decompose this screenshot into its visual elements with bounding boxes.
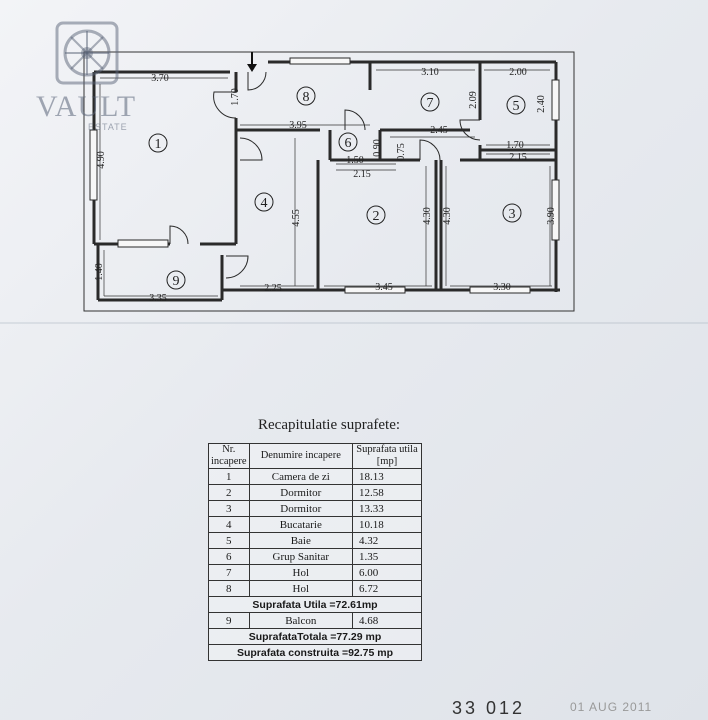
dim-text: 3.90 bbox=[546, 207, 557, 225]
dim-text: 4.30 bbox=[422, 207, 433, 225]
room-labels: 1 2 3 4 5 6 7 8 9 bbox=[148, 86, 526, 290]
table-row: 4 Bucatarie 10.18 bbox=[208, 516, 422, 533]
cell-name: Dormitor bbox=[248, 500, 354, 517]
paper-fold bbox=[0, 322, 708, 324]
room-label-4: 4 bbox=[261, 196, 268, 211]
cell-nr: 1 bbox=[208, 468, 250, 485]
entrance-arrow-icon bbox=[247, 52, 257, 72]
table-row: 3 Dormitor 13.33 bbox=[208, 500, 422, 517]
room-label-2: 2 bbox=[373, 209, 380, 224]
vault-estate-logo: VAULT ESTATE bbox=[30, 20, 160, 135]
cell-name: Hol bbox=[248, 580, 354, 597]
table-row: 7 Hol 6.00 bbox=[208, 564, 422, 581]
table-row: 2 Dormitor 12.58 bbox=[208, 484, 422, 501]
table-row: 6 Grup Sanitar 1.35 bbox=[208, 548, 422, 565]
room-label-1: 1 bbox=[155, 137, 162, 152]
cell-name: Balcon bbox=[248, 612, 354, 629]
table-header-row: Nr. incapere Denumire incapere Suprafata… bbox=[208, 443, 422, 469]
dim-text: 4.90 bbox=[96, 151, 107, 169]
cell-nr: 2 bbox=[208, 484, 250, 501]
dim-text: 2.15 bbox=[509, 152, 527, 163]
dim-text: 0.75 bbox=[396, 143, 407, 161]
utila-total: Suprafata Utila =72.61mp bbox=[208, 596, 422, 613]
cell-area: 18.13 bbox=[352, 468, 422, 485]
dim-text: 1.40 bbox=[94, 263, 105, 281]
dim-text: 2.15 bbox=[353, 169, 371, 180]
totala-total: SuprafataTotala =77.29 mp bbox=[208, 628, 422, 645]
cell-area: 4.68 bbox=[352, 612, 422, 629]
plan-border bbox=[83, 51, 575, 312]
header-area: Suprafata utila [mp] bbox=[352, 443, 422, 469]
floor-plan: 1 2 3 4 5 6 7 8 9 bbox=[83, 51, 575, 312]
dim-text: 2.45 bbox=[430, 125, 448, 136]
construita-total: Suprafata construita =92.75 mp bbox=[208, 644, 422, 661]
totala-total-row: SuprafataTotala =77.29 mp bbox=[208, 628, 422, 645]
construita-total-row: Suprafata construita =92.75 mp bbox=[208, 644, 422, 661]
cell-area: 12.58 bbox=[352, 484, 422, 501]
dim-text: 4.30 bbox=[442, 207, 453, 225]
stamp-date: 01 AUG 2011 bbox=[570, 700, 653, 714]
logo-subtitle: ESTATE bbox=[88, 122, 128, 132]
dimension-texts: 3.70 1.70 3.10 2.00 3.95 2.09 2.40 4.90 … bbox=[94, 67, 557, 304]
room-label-3: 3 bbox=[509, 207, 516, 222]
cell-nr: 4 bbox=[208, 516, 250, 533]
table-row: 5 Baie 4.32 bbox=[208, 532, 422, 549]
cell-area: 6.00 bbox=[352, 564, 422, 581]
header-name: Denumire incapere bbox=[248, 443, 354, 469]
plan-windows bbox=[89, 57, 560, 294]
room-label-5: 5 bbox=[513, 99, 520, 114]
dim-text: 4.55 bbox=[291, 209, 302, 227]
cell-nr: 3 bbox=[208, 500, 250, 517]
cell-name: Hol bbox=[248, 564, 354, 581]
utila-total-row: Suprafata Utila =72.61mp bbox=[208, 596, 422, 613]
table-row: 1 Camera de zi 18.13 bbox=[208, 468, 422, 485]
cell-area: 1.35 bbox=[352, 548, 422, 565]
cell-nr: 6 bbox=[208, 548, 250, 565]
dim-text: 3.35 bbox=[149, 293, 167, 304]
cell-name: Bucatarie bbox=[248, 516, 354, 533]
dim-text: 1.70 bbox=[230, 88, 241, 106]
cell-area: 13.33 bbox=[352, 500, 422, 517]
area-summary-table: Nr. incapere Denumire incapere Suprafata… bbox=[208, 443, 422, 661]
table-row: 9 Balcon 4.68 bbox=[208, 612, 422, 629]
plan-doors bbox=[169, 71, 481, 279]
logo-word: VAULT bbox=[36, 90, 137, 123]
cell-nr: 7 bbox=[208, 564, 250, 581]
dim-text: 1.70 bbox=[506, 140, 524, 151]
room-label-7: 7 bbox=[427, 96, 434, 111]
dim-text: 0.90 bbox=[372, 139, 383, 157]
cell-area: 10.18 bbox=[352, 516, 422, 533]
dim-text: 2.09 bbox=[468, 91, 479, 109]
room-label-6: 6 bbox=[345, 136, 352, 151]
dim-text: 2.40 bbox=[536, 95, 547, 113]
stamp-number: 33 012 bbox=[452, 698, 526, 718]
dim-text: 1.50 bbox=[346, 155, 364, 166]
dim-text: 3.30 bbox=[493, 282, 511, 293]
dim-text: 3.70 bbox=[151, 73, 169, 84]
table-row: 8 Hol 6.72 bbox=[208, 580, 422, 597]
dim-text: 3.45 bbox=[375, 282, 393, 293]
room-label-8: 8 bbox=[303, 90, 310, 105]
dim-text: 2.25 bbox=[264, 283, 282, 294]
cell-area: 4.32 bbox=[352, 532, 422, 549]
cell-name: Camera de zi bbox=[248, 468, 354, 485]
cell-nr: 8 bbox=[208, 580, 250, 597]
recap-title: Recapitulatie suprafete: bbox=[258, 417, 401, 433]
dim-text: 3.10 bbox=[421, 67, 439, 78]
logo-wheel-icon bbox=[55, 21, 119, 85]
cell-name: Dormitor bbox=[248, 484, 354, 501]
plan-walls bbox=[92, 60, 560, 302]
header-nr: Nr. incapere bbox=[208, 443, 250, 469]
cell-area: 6.72 bbox=[352, 580, 422, 597]
room-label-9: 9 bbox=[173, 274, 180, 289]
cell-name: Grup Sanitar bbox=[248, 548, 354, 565]
cell-nr: 9 bbox=[208, 612, 250, 629]
dim-text: 2.00 bbox=[509, 67, 527, 78]
dim-text: 3.95 bbox=[289, 120, 307, 131]
cell-nr: 5 bbox=[208, 532, 250, 549]
cell-name: Baie bbox=[248, 532, 354, 549]
dimension-lines bbox=[99, 69, 552, 297]
